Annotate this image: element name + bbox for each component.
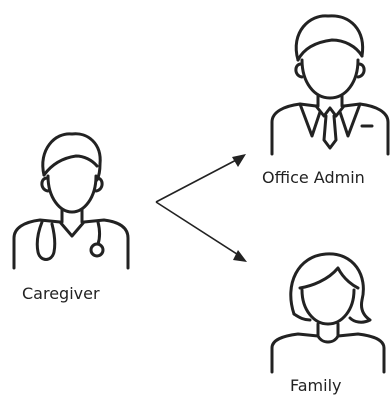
- arrowhead-office-admin: [232, 154, 246, 167]
- arrowhead-family: [233, 250, 247, 262]
- caregiver-label: Caregiver: [22, 284, 100, 303]
- doctor-with-stethoscope-icon: [12, 132, 130, 270]
- office-admin-node: Office Admin: [258, 8, 390, 198]
- woman-icon: [270, 252, 386, 374]
- family-node: Family: [258, 244, 390, 401]
- office-admin-label: Office Admin: [262, 168, 365, 187]
- family-label: Family: [290, 376, 342, 395]
- arrow-to-family: [155, 201, 241, 257]
- caregiver-node: Caregiver: [0, 120, 130, 310]
- arrow-to-office-admin: [155, 157, 241, 203]
- businessman-with-tie-icon: [270, 14, 390, 156]
